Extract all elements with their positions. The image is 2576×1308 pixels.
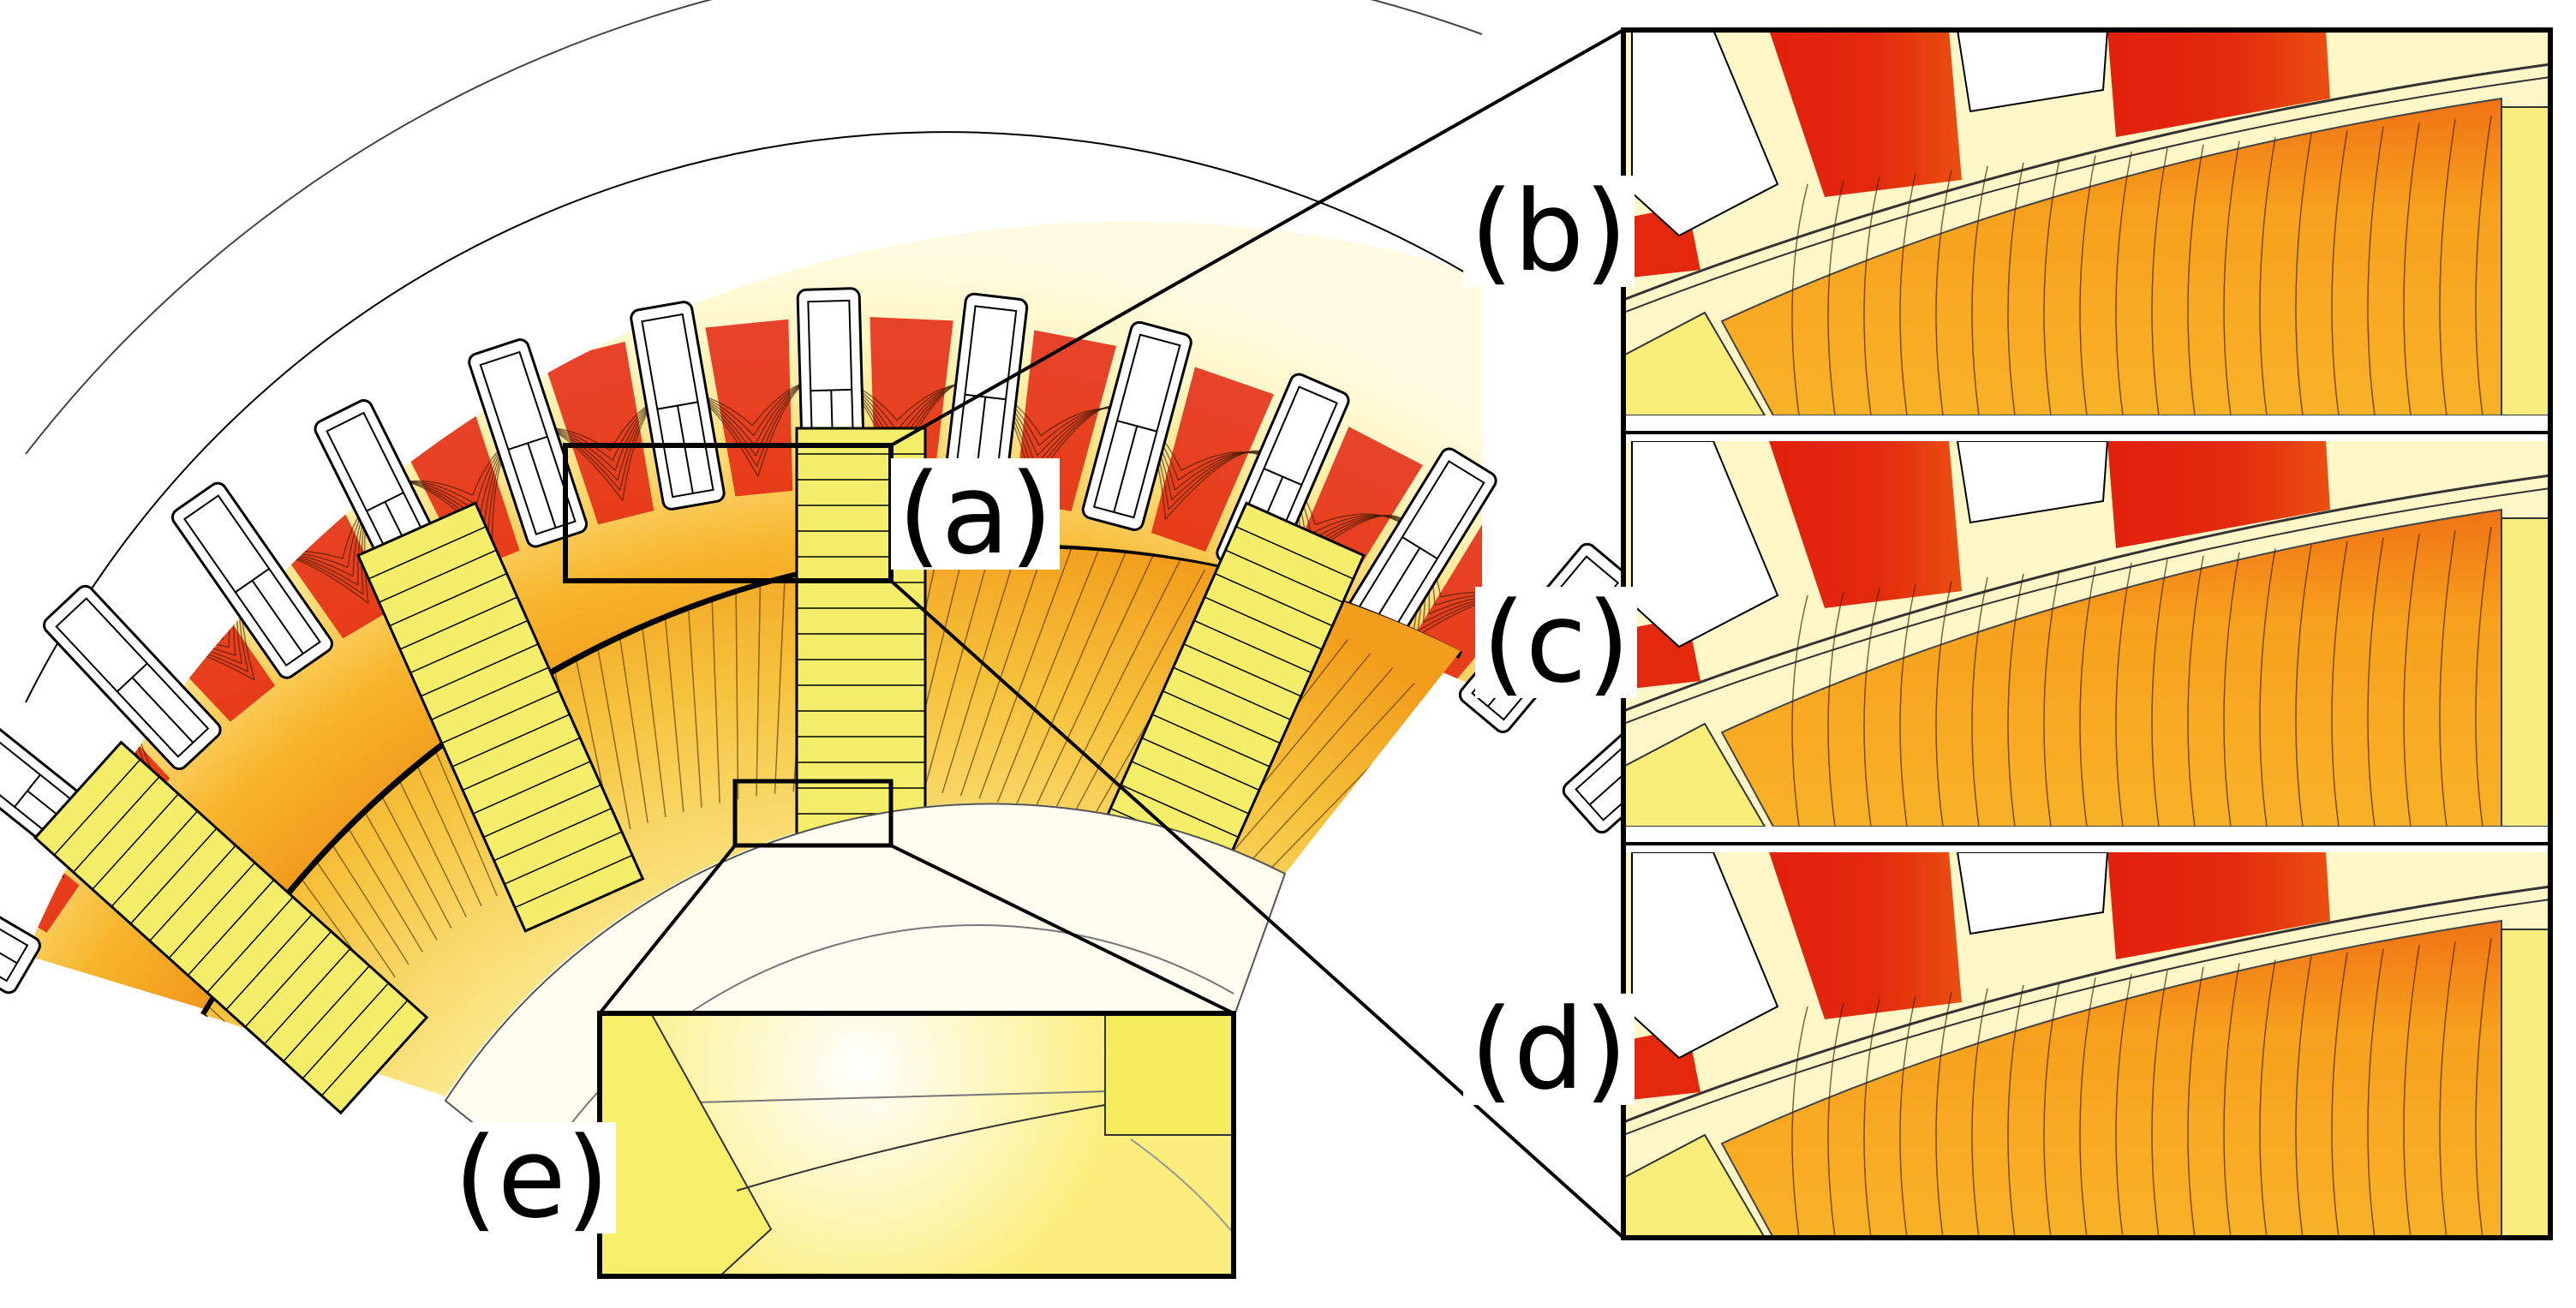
housing-arc — [25, 0, 1483, 455]
inset-panels — [1623, 30, 2550, 1238]
label-b: (b) — [1463, 176, 1635, 287]
rotor-field — [206, 548, 1461, 1096]
label-d: (d) — [1463, 994, 1635, 1105]
label-a: (a) — [891, 458, 1061, 570]
zoom-box-e — [732, 779, 894, 848]
inset-e — [597, 1011, 1236, 1279]
rotor-magnets — [33, 427, 1366, 1115]
label-e: (e) — [447, 1122, 617, 1233]
label-c: (c) — [1475, 587, 1637, 698]
